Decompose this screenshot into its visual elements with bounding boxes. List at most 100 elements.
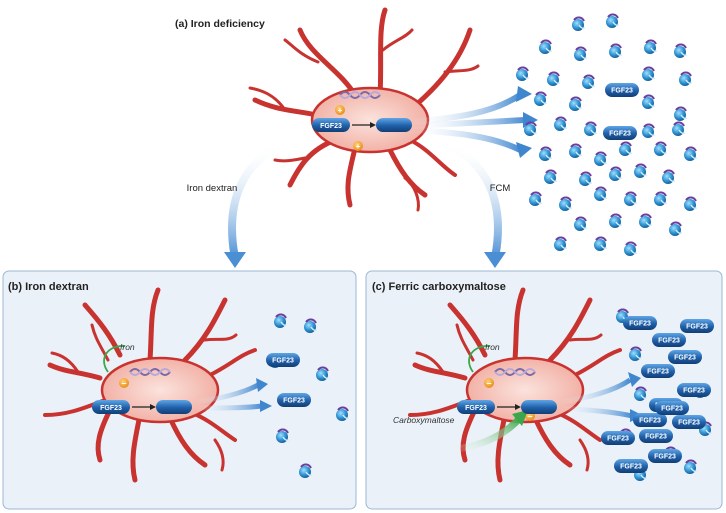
arrow-label-iron-dextran: Iron dextran: [187, 183, 238, 194]
panel-c-title: (c) Ferric carboxymaltose: [372, 281, 506, 293]
iron-label-c: Iron: [485, 342, 500, 352]
intact-fgf23-label: FGF23: [674, 355, 696, 362]
carboxymaltose-arrow: [436, 414, 524, 454]
intact-fgf23-pill: FGF23: [614, 459, 648, 473]
intact-fgf23-label: FGF23: [645, 434, 667, 441]
gene-box-a: [312, 118, 350, 132]
cfgf23-fragment-icon: [554, 116, 568, 131]
gene-label-a: FGF23: [320, 123, 342, 130]
intact-fgf23-label: FGF23: [607, 436, 629, 443]
cfgf23-fragment-icon: [684, 459, 698, 474]
cfgf23-fragment-icon: [539, 39, 553, 54]
svg-text:+: +: [356, 142, 361, 151]
intact-fgf23-label: FGF23: [611, 88, 633, 95]
cfgf23-fragment-icon: [572, 16, 586, 31]
cfgf23-fragment-icon: [299, 463, 313, 478]
intact-fgf23-pill: FGF23: [605, 83, 639, 97]
intact-fgf23-pill: FGF23: [680, 319, 714, 333]
cfgf23-fragment-icon: [634, 163, 648, 178]
cfgf23-fragment-icon: [669, 221, 683, 236]
intact-fgf23-pill: FGF23: [668, 350, 702, 364]
intact-fgf23-pill: FGF23: [601, 431, 635, 445]
cfgf23-fragment-icon: [684, 146, 698, 161]
cfgf23-fragment-icon: [544, 169, 558, 184]
gene-box-b: [92, 400, 130, 414]
intact-fgf23-label: FGF23: [647, 369, 669, 376]
plus-icon-a1: [335, 105, 345, 115]
intact-fgf23-pill: FGF23: [623, 316, 657, 330]
cfgf23-fragment-icon: [624, 241, 638, 256]
cfgf23-fragment-icon: [674, 106, 688, 121]
intact-fgf23-pill: FGF23: [677, 383, 711, 397]
arrow-label-fcm: FCM: [490, 183, 511, 194]
cfgf23-fragment-icon: [662, 169, 676, 184]
cfgf23-fragment-icon: [594, 236, 608, 251]
intact-fgf23-label: FGF23: [686, 324, 708, 331]
intact-fgf23-label: FGF23: [658, 338, 680, 345]
cfgf23-fragment-icon: [569, 143, 583, 158]
gene-label-c: FGF23: [465, 405, 487, 412]
intact-fgf23-label: FGF23: [683, 388, 705, 395]
cfgf23-fragment-icon: [606, 13, 620, 28]
carboxymaltose-label: Carboxymaltose: [393, 415, 455, 425]
cfgf23-fragment-icon: [529, 191, 543, 206]
cfgf23-fragment-icon: [594, 186, 608, 201]
cell-b: Iron – FGF23: [43, 287, 257, 483]
cfgf23-fragment-icon: [629, 346, 643, 361]
intact-fgf23-pill: FGF23: [648, 449, 682, 463]
cfgf23-fragment-icon: [624, 191, 638, 206]
transition-arrow-left: [224, 138, 294, 268]
intact-fgf23-label: FGF23: [678, 420, 700, 427]
cfgf23-fragment-icon: [654, 191, 668, 206]
gene-label-b: FGF23: [100, 405, 122, 412]
gene-box-c: [457, 400, 495, 414]
intact-fgf23-pill: FGF23: [277, 393, 311, 407]
cfgf23-fragment-icon: [554, 236, 568, 251]
cell-a: + + FGF23: [248, 7, 480, 212]
intact-fgf23-pill: FGF23: [641, 364, 675, 378]
svg-text:–: –: [486, 378, 491, 388]
iron-arrow-c: [468, 345, 491, 373]
cfgf23-fragment-icon: [524, 121, 538, 136]
iron-label-b: Iron: [120, 342, 135, 352]
cfgf23-fragment-icon: [582, 74, 596, 89]
cfgf23-fragment-icon: [316, 366, 330, 381]
cfgf23-fragment-icon: [634, 386, 648, 401]
cfgf23-fragment-icon: [644, 39, 658, 54]
cfgf23-fragment-icon: [684, 196, 698, 211]
cfgf23-fragment-icon: [547, 71, 561, 86]
intact-fgf23-label: FGF23: [620, 464, 642, 471]
minus-icon-b: [119, 378, 129, 388]
protein-pill-b: [156, 400, 192, 414]
cfgf23-fragment-icon: [642, 66, 656, 81]
cfgf23-fragment-icon: [642, 123, 656, 138]
intact-fgf23-pill: FGF23: [603, 126, 637, 140]
cfgf23-fragment-icon: [609, 166, 623, 181]
intact-fgf23-label: FGF23: [609, 131, 631, 138]
intact-fgf23-label: FGF23: [661, 406, 683, 413]
plus-icon-a2: [353, 141, 363, 151]
cfgf23-fragment-icon: [336, 406, 350, 421]
intact-fgf23-pill: FGF23: [639, 429, 673, 443]
intact-fgf23-label: FGF23: [639, 418, 661, 425]
intact-fgf23-pill: FGF23: [652, 333, 686, 347]
cfgf23-fragment-icon: [679, 71, 693, 86]
cfgf23-fragment-icon: [579, 171, 593, 186]
intact-fgf23-pill: FGF23: [655, 401, 689, 415]
cfgf23-fragment-icon: [654, 141, 668, 156]
transition-arrow-right: [436, 138, 506, 268]
cfgf23-fragment-icon: [594, 151, 608, 166]
cell-c: Iron – – Carboxymaltose FGF23: [393, 287, 622, 483]
panel-a-title: (a) Iron deficiency: [175, 18, 265, 30]
cfgf23-fragment-icon: [619, 141, 633, 156]
iron-arrow-b: [103, 345, 126, 373]
secretion-arrow-b: [194, 378, 272, 412]
cfgf23-fragment-icon: [672, 121, 686, 136]
cfgf23-fragment-icon: [516, 66, 530, 81]
cfgf23-fragment-icon: [574, 216, 588, 231]
svg-text:+: +: [338, 106, 343, 115]
